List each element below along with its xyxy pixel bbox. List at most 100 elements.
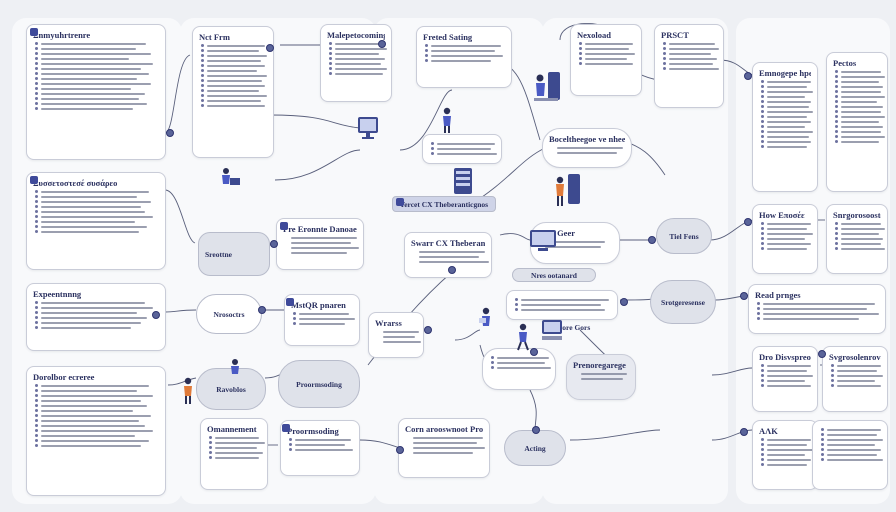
banner-c15[interactable]: Tercet CX Theberanticgnos [392, 196, 496, 212]
text-line [35, 414, 151, 417]
text-line [757, 312, 879, 315]
pill-c29[interactable]: Acting [504, 430, 566, 466]
card-c5[interactable]: Nct Frm [192, 26, 274, 158]
card-c6[interactable]: Malepetocoming [320, 24, 392, 102]
card-c13[interactable]: Omannement [200, 418, 268, 490]
card-c-lower[interactable] [482, 348, 556, 390]
text-line [761, 364, 811, 367]
text-line [289, 443, 345, 446]
text-line [35, 72, 149, 75]
text-line [761, 222, 811, 225]
text-line [835, 237, 883, 240]
card-c37[interactable]: ΑΛΚ [752, 420, 818, 490]
text-line [419, 256, 479, 258]
text-line [201, 84, 265, 87]
text-line [383, 336, 415, 338]
text-line [383, 331, 419, 333]
server-illustration [454, 168, 472, 194]
text-line [293, 322, 345, 325]
card-c14[interactable]: Proormsoding [280, 420, 360, 476]
card-c26[interactable]: Prenoregarege [566, 354, 636, 400]
text-line [761, 247, 807, 250]
card-c17[interactable]: Wrarss [368, 312, 424, 358]
text-line [821, 448, 881, 451]
card-c20[interactable]: PRSCT [654, 24, 724, 108]
card-c10[interactable]: Pre Eronnte Danoaenoot [276, 218, 364, 270]
card-title: Omannement [207, 424, 257, 434]
card-c38[interactable] [812, 420, 888, 490]
text-line [761, 232, 813, 235]
card-title: Dorolbor ecreree [33, 372, 95, 382]
text-line [761, 110, 813, 113]
card-c31[interactable]: Pectos [826, 52, 888, 192]
pill-c8[interactable]: Sreottne [198, 232, 270, 276]
node-dot [740, 428, 748, 436]
text-line [821, 428, 881, 431]
text-line [579, 57, 627, 60]
text-line [35, 190, 149, 193]
card-title: Συσσετοστεσέ συσάρεο [33, 178, 118, 188]
text-line [35, 409, 133, 412]
text-line [35, 210, 145, 213]
text-line [329, 52, 379, 55]
card-title: PRSCT [661, 30, 689, 40]
pill-c23[interactable]: Nres ootanard [512, 268, 596, 282]
text-line [835, 130, 881, 133]
person-at-laptop-illustration [222, 168, 240, 185]
card-c2[interactable]: Συσσετοστεσέ συσάρεο [26, 172, 166, 270]
card-icon [280, 222, 288, 230]
node-dot [258, 306, 266, 314]
card-c21[interactable]: Boceltheegoe ve nheerene [542, 128, 632, 168]
text-line [35, 205, 141, 208]
text-line [579, 47, 629, 50]
pill-c25[interactable]: Pore Gors [554, 320, 594, 334]
card-c1[interactable]: Σnmyuhrtrenre [26, 24, 166, 160]
text-line [201, 54, 267, 57]
card-icon [282, 424, 290, 432]
text-line [821, 438, 883, 441]
text-line [425, 59, 491, 62]
card-c7[interactable]: Freted Sating [416, 26, 512, 88]
text-line [209, 441, 265, 444]
person-at-desk-illustration [443, 107, 451, 133]
pill-c14-top[interactable]: Proormsoding [278, 360, 360, 408]
node-dot [530, 348, 538, 356]
card-c19[interactable]: Nexoload [570, 24, 642, 96]
text-line [761, 95, 805, 98]
text-line [383, 341, 421, 343]
card-c3[interactable]: Expeentnnng [26, 283, 166, 351]
card-c30[interactable]: Emnogepe hpetes [752, 62, 818, 192]
text-line [835, 100, 877, 103]
text-line [291, 237, 357, 239]
text-line [761, 237, 805, 240]
text-line [515, 298, 609, 301]
text-line [515, 308, 605, 311]
text-line [821, 458, 883, 461]
pill-c27[interactable]: Srotgeresense [650, 280, 716, 324]
pill-c12[interactable]: Ravoblos [196, 368, 266, 410]
card-c33[interactable]: Snrgorosooste [826, 204, 888, 274]
text-line [35, 419, 139, 422]
text-line [35, 316, 147, 319]
text-line [425, 44, 501, 47]
text-line [663, 47, 719, 50]
text-line [201, 89, 259, 92]
text-line [201, 64, 265, 67]
card-c34[interactable]: Read prnges [748, 284, 886, 334]
text-line [35, 404, 147, 407]
card-c18[interactable]: Corn arooswnoot Provado [398, 418, 490, 478]
card-c-mid[interactable] [422, 134, 502, 164]
card-c36[interactable]: Svgrosolenrovee [822, 346, 888, 412]
card-c11[interactable]: MstQR pnaren [284, 294, 360, 346]
card-c35[interactable]: Dro Disvspreodroms [752, 346, 818, 412]
text-line [515, 303, 601, 306]
text-line [293, 312, 349, 315]
card-c4[interactable]: Dorolbor ecreree [26, 366, 166, 496]
card-c24[interactable] [506, 290, 618, 320]
pill-c28[interactable]: Tiel Fens [656, 218, 712, 254]
pill-c9[interactable]: Nrosoctrs [196, 294, 262, 334]
text-line [491, 366, 551, 369]
text-line [35, 97, 139, 100]
pill-title: Ravoblos [216, 384, 246, 394]
card-c32[interactable]: Ηow Εποσέε [752, 204, 818, 274]
